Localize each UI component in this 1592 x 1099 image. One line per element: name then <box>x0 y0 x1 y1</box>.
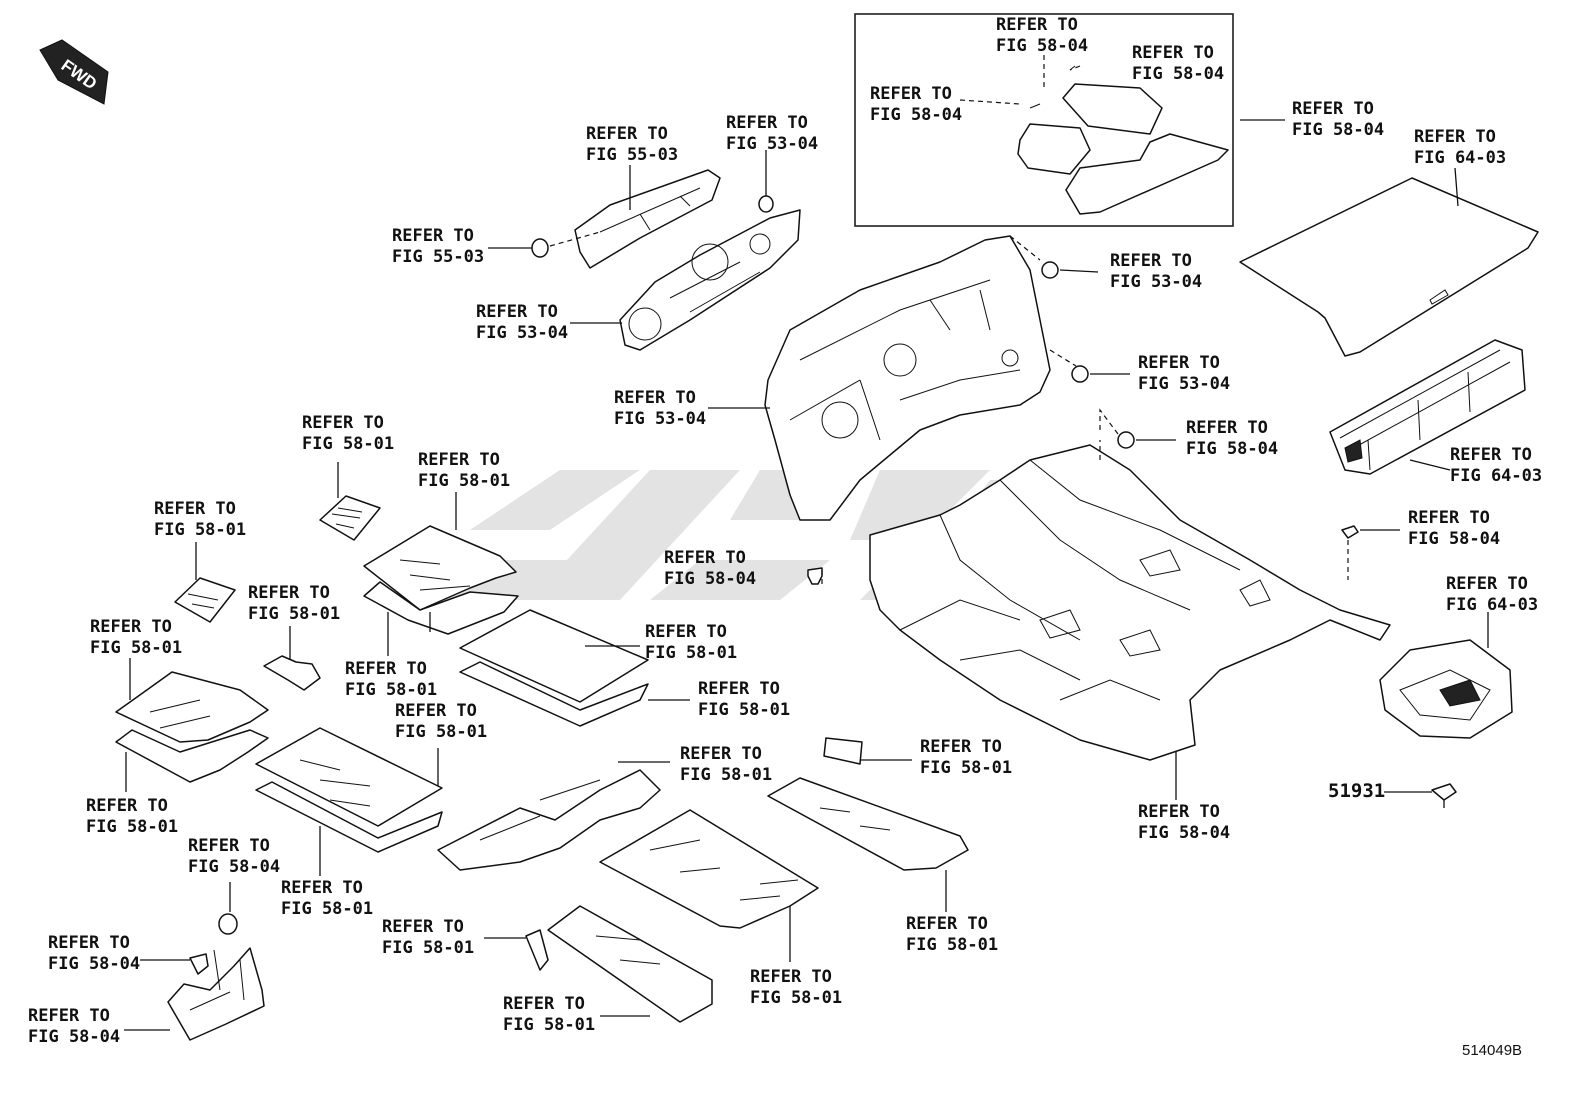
grommet-icon <box>1041 261 1059 279</box>
pad-h <box>525 929 549 971</box>
pad-tab <box>263 655 321 691</box>
pad-small-upper <box>319 495 381 541</box>
floor-mat-inset-box <box>854 13 1234 227</box>
mat-b2 <box>459 661 649 727</box>
clip-icon <box>189 953 209 975</box>
leader-lines <box>124 55 1489 1031</box>
diagram-code: 514049B <box>1462 1042 1522 1059</box>
dash-insulator-main <box>764 235 1051 521</box>
mat-b1 <box>459 609 649 703</box>
clip-icon <box>807 567 823 585</box>
pad-g <box>547 905 713 1023</box>
pad-small-left <box>174 577 236 623</box>
grommet-icons <box>189 195 1359 975</box>
part-number-51931: 51931 <box>1328 780 1385 802</box>
mat-d2 <box>255 781 443 853</box>
luggage-compartment-mat <box>1239 177 1539 357</box>
lower-floor-pads <box>437 737 969 1023</box>
deck-storage-tray <box>1329 339 1526 475</box>
mat-d1 <box>255 727 443 827</box>
grommet-icon <box>1071 365 1089 383</box>
mat-a2 <box>363 581 519 635</box>
mat-c1 <box>115 671 269 743</box>
pad-e <box>437 769 661 871</box>
grommet-icon <box>758 195 774 213</box>
dash-panel-insulator-upper <box>574 169 721 269</box>
grommet-icon <box>1117 431 1135 449</box>
clip-51931-icon <box>1431 783 1457 808</box>
pad-i <box>767 777 969 871</box>
side-trim-lower-left <box>167 947 265 1041</box>
left-floor-pads <box>115 495 649 853</box>
grommet-icon <box>218 913 238 935</box>
floor-mat-set <box>1017 65 1229 215</box>
mat-c2 <box>115 729 269 783</box>
clip-icon <box>1341 525 1359 539</box>
grommet-icon <box>531 238 549 258</box>
forward-direction-arrow-icon: FWD <box>39 39 109 105</box>
spare-tire-cover <box>1379 639 1513 739</box>
floor-carpet-assembly <box>869 444 1391 761</box>
pad-j <box>823 737 863 765</box>
dash-panel-silencer <box>619 209 801 351</box>
